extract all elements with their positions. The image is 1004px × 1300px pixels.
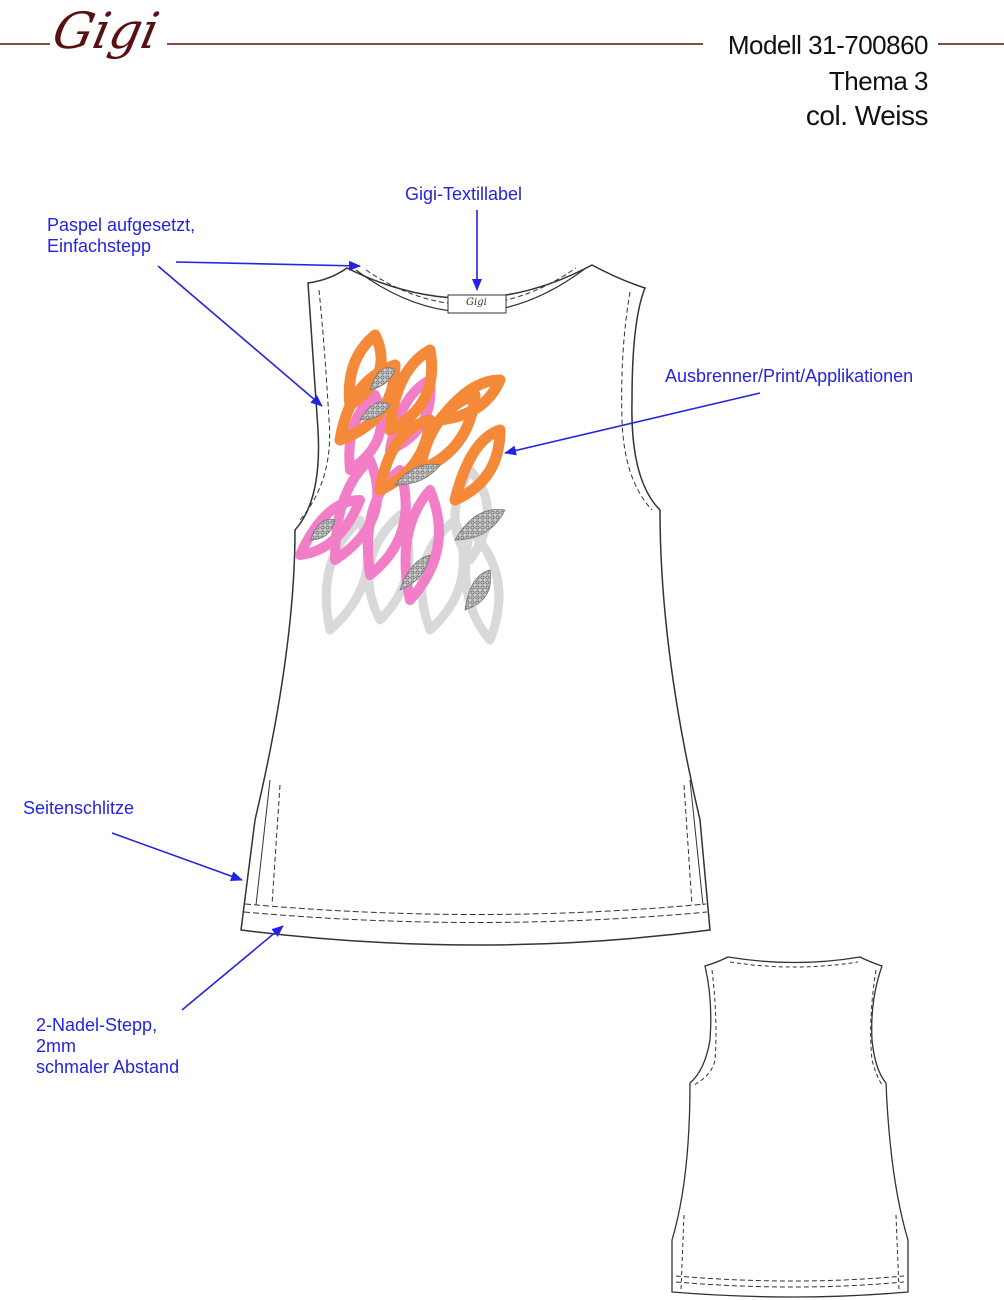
annotation-arrows bbox=[111, 210, 761, 1011]
print-artwork bbox=[295, 329, 506, 645]
annotation-print: Ausbrenner/Print/Applikationen bbox=[665, 366, 914, 386]
annotation-hem-line3: schmaler Abstand bbox=[36, 1057, 180, 1077]
arrow-piping-neck bbox=[175, 260, 361, 271]
arrow-print bbox=[504, 392, 761, 456]
annotation-hem-line1: 2-Nadel-Stepp, bbox=[36, 1015, 158, 1035]
garment-label-text: Gigi bbox=[466, 297, 487, 308]
back-view bbox=[671, 956, 909, 1298]
garment-label bbox=[447, 294, 507, 314]
arrow-hem bbox=[181, 925, 284, 1011]
annotation-slits: Seitenschlitze bbox=[23, 798, 135, 818]
color-label: col. Weiss bbox=[805, 100, 929, 131]
annotation-piping: Paspel aufgesetzt, Einfachstepp bbox=[47, 215, 195, 257]
annotation-hem-line2: 2mm bbox=[36, 1036, 76, 1056]
annotation-piping-line2: Einfachstepp bbox=[47, 236, 152, 256]
model-number: Modell 31-700860 bbox=[727, 30, 929, 60]
annotation-hem: 2-Nadel-Stepp, 2mm schmaler Abstand bbox=[36, 1015, 179, 1078]
annotation-piping-line1: Paspel aufgesetzt, bbox=[47, 215, 196, 235]
theme-label: Thema 3 bbox=[828, 66, 929, 96]
arrow-slits bbox=[111, 832, 243, 881]
arrow-piping-armhole bbox=[157, 265, 323, 407]
brand-logo: Gigi bbox=[47, 2, 165, 60]
annotation-label: Gigi-Textillabel bbox=[405, 184, 523, 204]
